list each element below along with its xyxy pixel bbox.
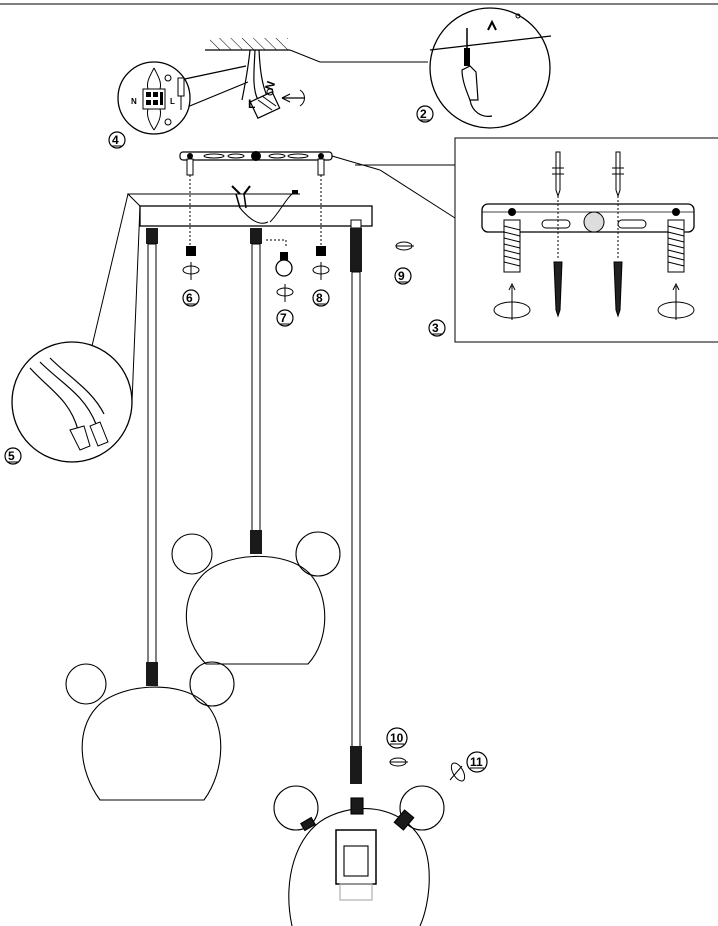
shade-middle xyxy=(171,531,341,665)
shade-right xyxy=(273,785,445,926)
step-label-6: 6 xyxy=(186,291,193,305)
terminal-label-n: N xyxy=(131,97,137,106)
detail-drill xyxy=(429,7,552,129)
rotation-symbols xyxy=(389,757,466,782)
step-label-9: 9 xyxy=(398,269,405,283)
shade-left xyxy=(65,661,235,801)
canopy xyxy=(126,185,373,227)
step-label-7: 7 xyxy=(280,311,287,325)
mounting-bracket xyxy=(179,151,456,219)
terminal-connector: L N xyxy=(248,79,305,120)
detail-terminal-block: N L xyxy=(117,61,191,135)
guide-lines xyxy=(189,175,322,248)
ceiling-wires xyxy=(179,49,269,111)
step-label-circles xyxy=(4,105,488,773)
step-label-2: 2 xyxy=(420,107,427,121)
ceiling xyxy=(205,38,428,63)
cap-nuts xyxy=(182,241,414,302)
step-label-3: 3 xyxy=(432,321,439,335)
step-labels: 2 3 4 5 6 7 8 9 10 11 xyxy=(8,107,484,769)
step-label-4: 4 xyxy=(112,133,119,147)
step-label-8: 8 xyxy=(316,291,323,305)
terminal-label-l: L xyxy=(170,97,175,106)
connector-label-l: L xyxy=(248,97,255,111)
step-label-11: 11 xyxy=(470,755,483,769)
step-label-10: 10 xyxy=(390,731,404,745)
pendant-cables xyxy=(146,219,362,784)
step-label-5: 5 xyxy=(8,449,15,463)
detail-wire-nuts xyxy=(11,193,141,463)
detail-bracket-box xyxy=(355,137,718,343)
